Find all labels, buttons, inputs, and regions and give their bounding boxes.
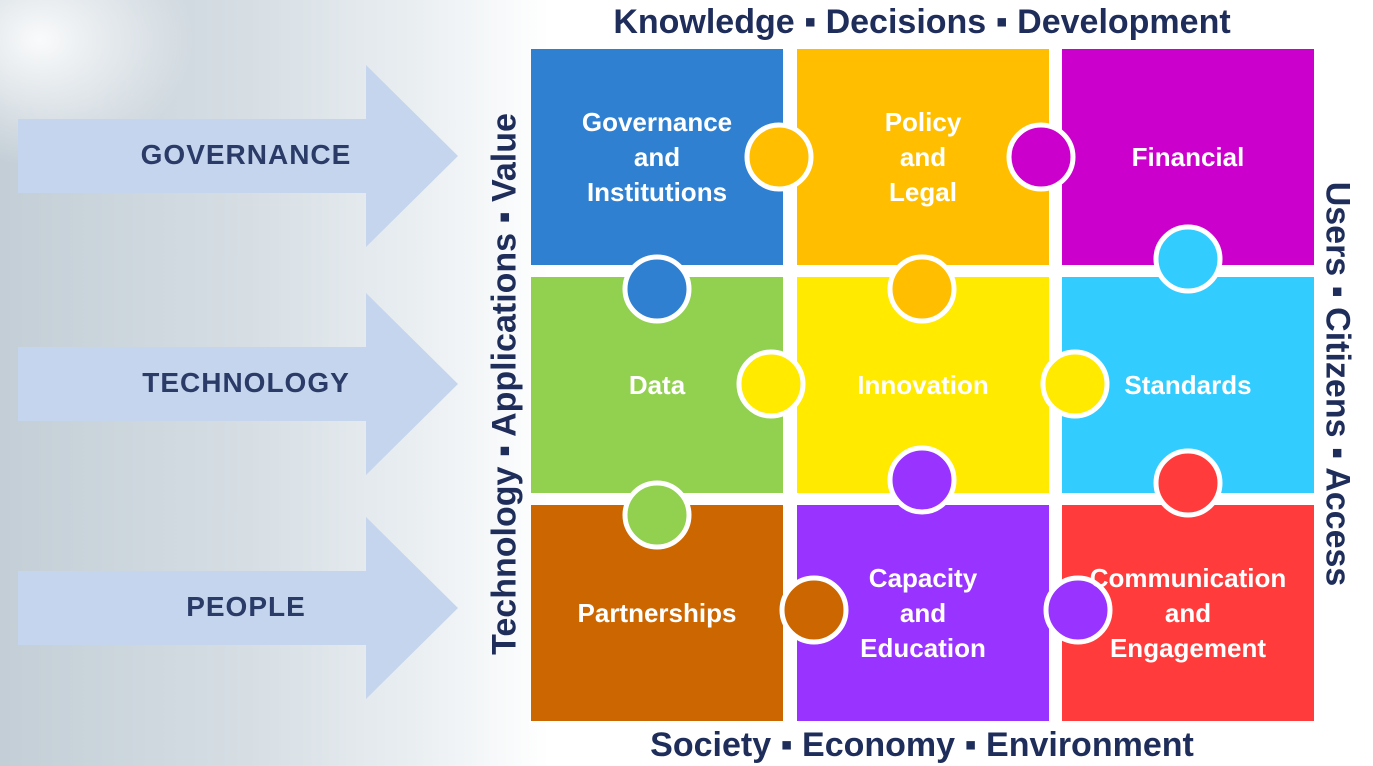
knob-financial-into-policy xyxy=(1006,122,1076,192)
tile-label-partnerships: Partnerships xyxy=(577,597,737,628)
knob-innovation-into-standards xyxy=(1040,349,1110,419)
knob-policy-into-governance xyxy=(744,122,814,192)
tile-governance xyxy=(531,49,783,265)
arrow-label-technology: TECHNOLOGY xyxy=(142,367,350,398)
arrow-label-people: PEOPLE xyxy=(186,591,306,622)
arrow-label-governance: GOVERNANCE xyxy=(140,139,352,170)
knob-standards-into-financial xyxy=(1153,224,1223,294)
tile-label-capacity: Capacity and Education xyxy=(860,562,986,663)
knob-partnerships-into-capacity xyxy=(779,575,849,645)
knob-capacity-into-innovation xyxy=(887,445,957,515)
tile-label-innovation: Innovation xyxy=(857,369,989,400)
knob-communication-into-standards xyxy=(1153,448,1223,518)
axis-label-top: Knowledge ▪ Decisions ▪ Development xyxy=(613,3,1231,41)
tile-label-data: Data xyxy=(628,369,686,400)
tile-label-policy: Policy and Legal xyxy=(884,106,962,207)
tile-label-governance: Governance and Institutions xyxy=(581,106,733,207)
axis-label-bottom: Society ▪ Economy ▪ Environment xyxy=(650,726,1194,764)
knob-governance-into-data xyxy=(622,254,692,324)
knob-capacity-into-communication xyxy=(1043,575,1113,645)
tile-label-communication: Communication and Engagement xyxy=(1089,562,1287,663)
knob-innovation-into-data xyxy=(736,349,806,419)
knob-policy-into-innovation xyxy=(887,254,957,324)
tile-label-financial: Financial xyxy=(1131,141,1245,172)
knob-data-into-partnerships xyxy=(622,480,692,550)
tile-label-standards: Standards xyxy=(1124,369,1252,400)
